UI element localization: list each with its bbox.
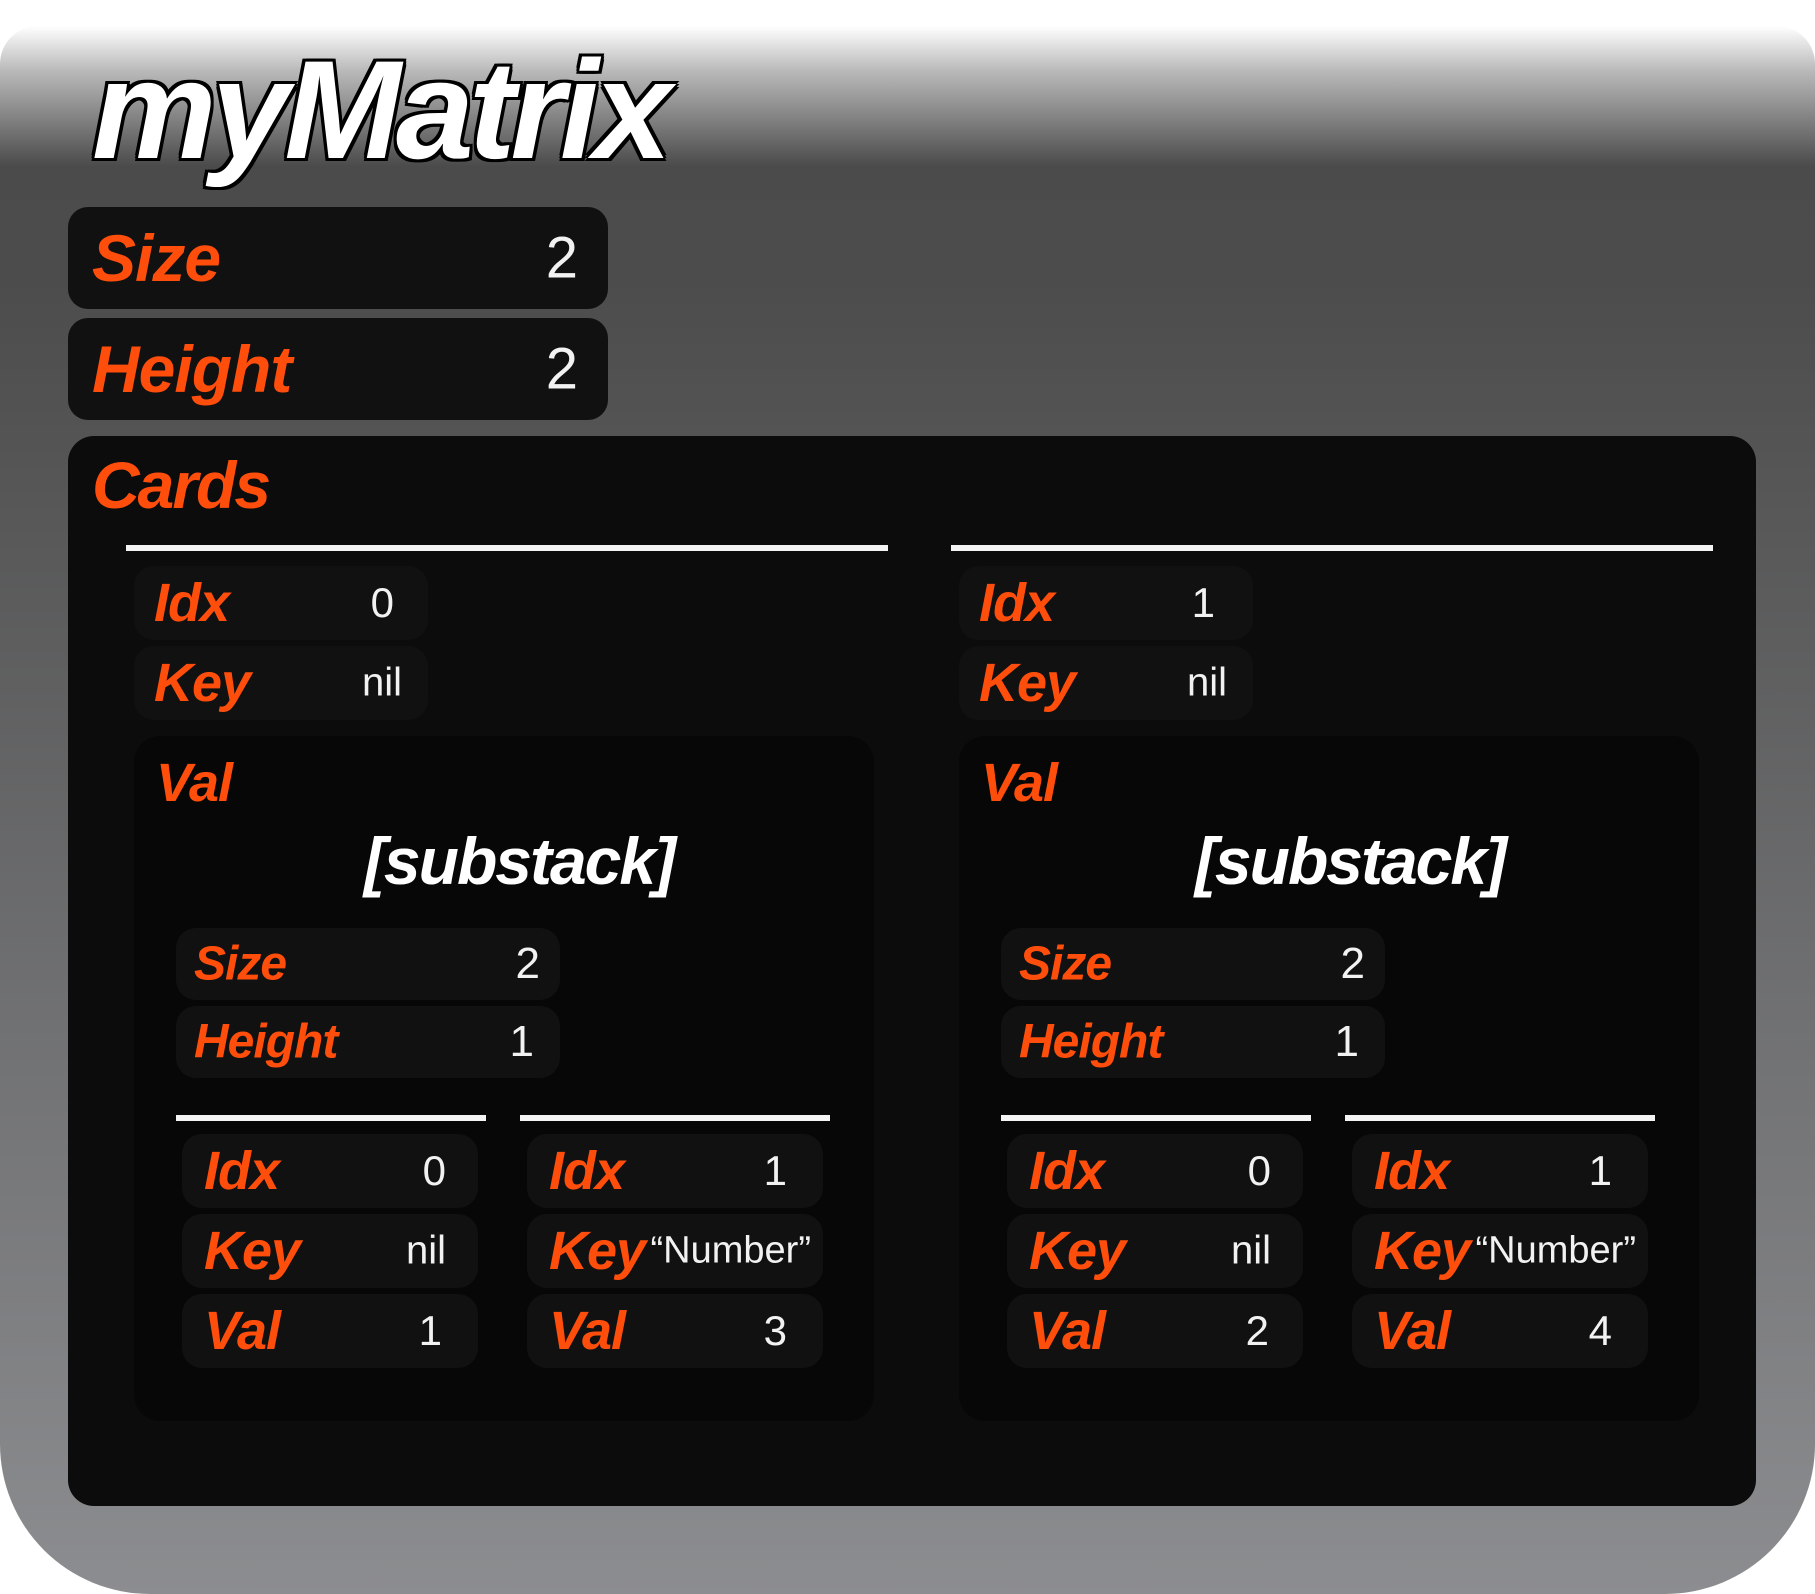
substack-size-label: Size — [194, 937, 287, 991]
substack-card-idx-label: Idx — [204, 1141, 280, 1201]
substack-card-key-field: Key “Number” — [527, 1214, 823, 1288]
substack-card-idx-field: Idx 0 — [1007, 1134, 1303, 1208]
substack-card-key-value: “Number” — [1475, 1229, 1636, 1272]
substack-size-field: Size 2 — [1001, 928, 1385, 1000]
substack-card-idx-value: 0 — [422, 1147, 446, 1194]
substack-card-idx-field: Idx 0 — [182, 1134, 478, 1208]
card-idx-field: Idx 0 — [134, 566, 428, 640]
substack-card-val-value: 1 — [418, 1307, 442, 1354]
card-key-value: nil — [1186, 660, 1227, 705]
substack-label: [substack] — [1194, 824, 1507, 898]
card-divider — [126, 545, 888, 551]
substack-card-val-field: Val 1 — [182, 1294, 478, 1368]
card-idx-value: 1 — [1191, 579, 1215, 626]
substack-card-val-value: 3 — [763, 1307, 787, 1354]
height-label: Height — [92, 332, 292, 406]
substack-card-key-label: Key — [549, 1221, 646, 1281]
substack-height-field: Height 1 — [176, 1006, 560, 1078]
card-val-label: Val — [156, 753, 233, 813]
substack-card-idx-label: Idx — [1029, 1141, 1105, 1201]
card-key-field: Key nil — [959, 646, 1253, 720]
substack-size-field: Size 2 — [176, 928, 560, 1000]
substack-card-key-field: Key nil — [182, 1214, 478, 1288]
substack-card-idx-field: Idx 1 — [527, 1134, 823, 1208]
substack-card-key-value: nil — [1230, 1228, 1271, 1273]
card-key-label: Key — [979, 653, 1076, 713]
card-divider — [951, 545, 1713, 551]
size-label: Size — [92, 221, 221, 295]
substack-card-val-label: Val — [204, 1301, 281, 1361]
substack-card-divider — [520, 1115, 830, 1121]
substack-card-idx-value: 1 — [763, 1147, 787, 1194]
substack-card-val-field: Val 4 — [1352, 1294, 1648, 1368]
matrix-title: myMatrix — [92, 31, 672, 188]
card-key-value: nil — [361, 660, 402, 705]
substack-height-label: Height — [1019, 1015, 1163, 1069]
card-idx-label: Idx — [979, 573, 1055, 633]
substack-card-val-field: Val 3 — [527, 1294, 823, 1368]
substack-card-key-value: nil — [405, 1228, 446, 1273]
substack-label: [substack] — [363, 824, 676, 898]
substack-card-key-label: Key — [1029, 1221, 1126, 1281]
substack-height-value: 1 — [509, 1017, 534, 1066]
card-idx-field: Idx 1 — [959, 566, 1253, 640]
card-val-label: Val — [981, 753, 1058, 813]
substack-card-key-field: Key “Number” — [1352, 1214, 1648, 1288]
substack-card-idx-value: 1 — [1588, 1147, 1612, 1194]
substack-card-key-field: Key nil — [1007, 1214, 1303, 1288]
substack-card-key-label: Key — [1374, 1221, 1471, 1281]
height-field: Height 2 — [68, 318, 608, 420]
height-value: 2 — [545, 336, 578, 402]
substack-card-val-field: Val 2 — [1007, 1294, 1303, 1368]
substack-card-idx-label: Idx — [549, 1141, 625, 1201]
card-idx-label: Idx — [154, 573, 230, 633]
substack-card-key-label: Key — [204, 1221, 301, 1281]
size-field: Size 2 — [68, 207, 608, 309]
substack-card-divider — [1345, 1115, 1655, 1121]
substack-card-val-label: Val — [1374, 1301, 1451, 1361]
substack-size-value: 2 — [515, 939, 540, 988]
card-key-label: Key — [154, 653, 251, 713]
substack-card-val-value: 2 — [1245, 1307, 1269, 1354]
card-key-field: Key nil — [134, 646, 428, 720]
substack-size-label: Size — [1019, 937, 1112, 991]
substack-card-idx-value: 0 — [1247, 1147, 1271, 1194]
substack-height-value: 1 — [1334, 1017, 1359, 1066]
cards-label: Cards — [92, 448, 271, 522]
size-value: 2 — [545, 225, 578, 291]
substack-size-value: 2 — [1340, 939, 1365, 988]
substack-height-field: Height 1 — [1001, 1006, 1385, 1078]
substack-card-val-value: 4 — [1588, 1307, 1612, 1354]
substack-card-idx-field: Idx 1 — [1352, 1134, 1648, 1208]
substack-card-divider — [176, 1115, 486, 1121]
substack-card-idx-label: Idx — [1374, 1141, 1450, 1201]
substack-height-label: Height — [194, 1015, 338, 1069]
card-idx-value: 0 — [370, 579, 394, 626]
substack-card-val-label: Val — [549, 1301, 626, 1361]
substack-card-key-value: “Number” — [650, 1229, 811, 1272]
substack-card-val-label: Val — [1029, 1301, 1106, 1361]
substack-card-divider — [1001, 1115, 1311, 1121]
